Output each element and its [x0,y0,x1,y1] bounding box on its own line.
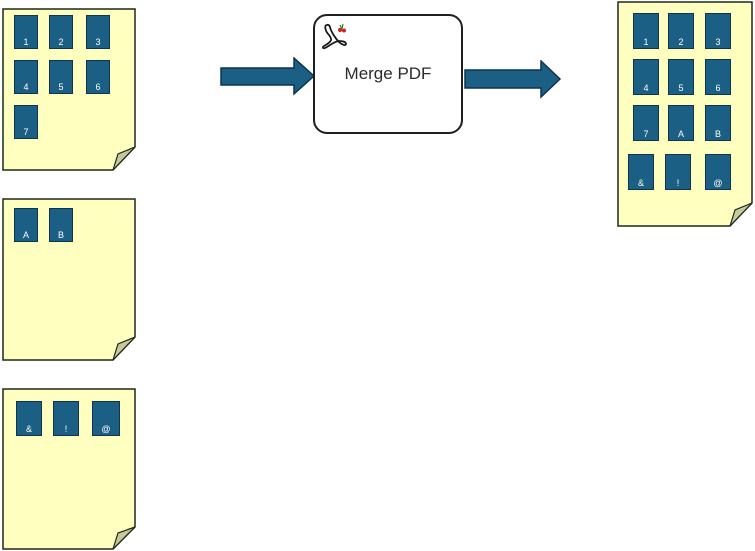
merge-label: Merge PDF [344,64,432,83]
input-document-2: A B [2,198,136,361]
page-thumbnail: 6 [86,60,110,94]
page-thumbnail: A [668,105,694,141]
pdf-cherry-logo-icon [322,23,347,50]
page-thumbnail: & [628,154,654,190]
page-thumbnail: B [49,208,73,242]
page-thumbnail: 1 [14,15,38,49]
page-thumbnail: 2 [49,15,73,49]
output-arrow [464,60,562,99]
input-document-1: 1 2 3 4 5 6 7 [2,8,136,171]
page-thumbnail: 1 [633,13,659,49]
page-thumbnail: ! [53,401,79,436]
page-thumbnail: 6 [705,59,731,95]
page-thumbnail: 4 [14,60,38,94]
page-thumbnail: 3 [705,13,731,49]
page-thumbnail: @ [92,401,120,436]
output-document: 1 2 3 4 5 6 7 A B & ! @ [617,1,753,227]
page-fold-corner [112,526,136,550]
page-thumbnail: 4 [633,59,659,95]
page-thumbnail: A [14,208,38,242]
page-thumbnail: 3 [86,15,110,49]
page-thumbnail: B [705,105,731,141]
page-fold-corner [729,202,753,227]
page-thumbnail: @ [705,154,731,190]
page-thumbnail: & [16,401,42,436]
page-thumbnail: 5 [668,59,694,95]
merge-pdf-box: Merge PDF [313,14,463,134]
page-fold-corner [112,336,136,361]
page-thumbnail: 2 [668,13,694,49]
page-fold-corner [112,146,136,171]
input-document-3: & ! @ [2,388,136,550]
page-thumbnail: 7 [14,105,38,139]
page-thumbnail: 5 [49,60,73,94]
page-thumbnail: 7 [633,105,659,141]
input-arrow [220,57,316,96]
page-thumbnail: ! [665,154,691,190]
